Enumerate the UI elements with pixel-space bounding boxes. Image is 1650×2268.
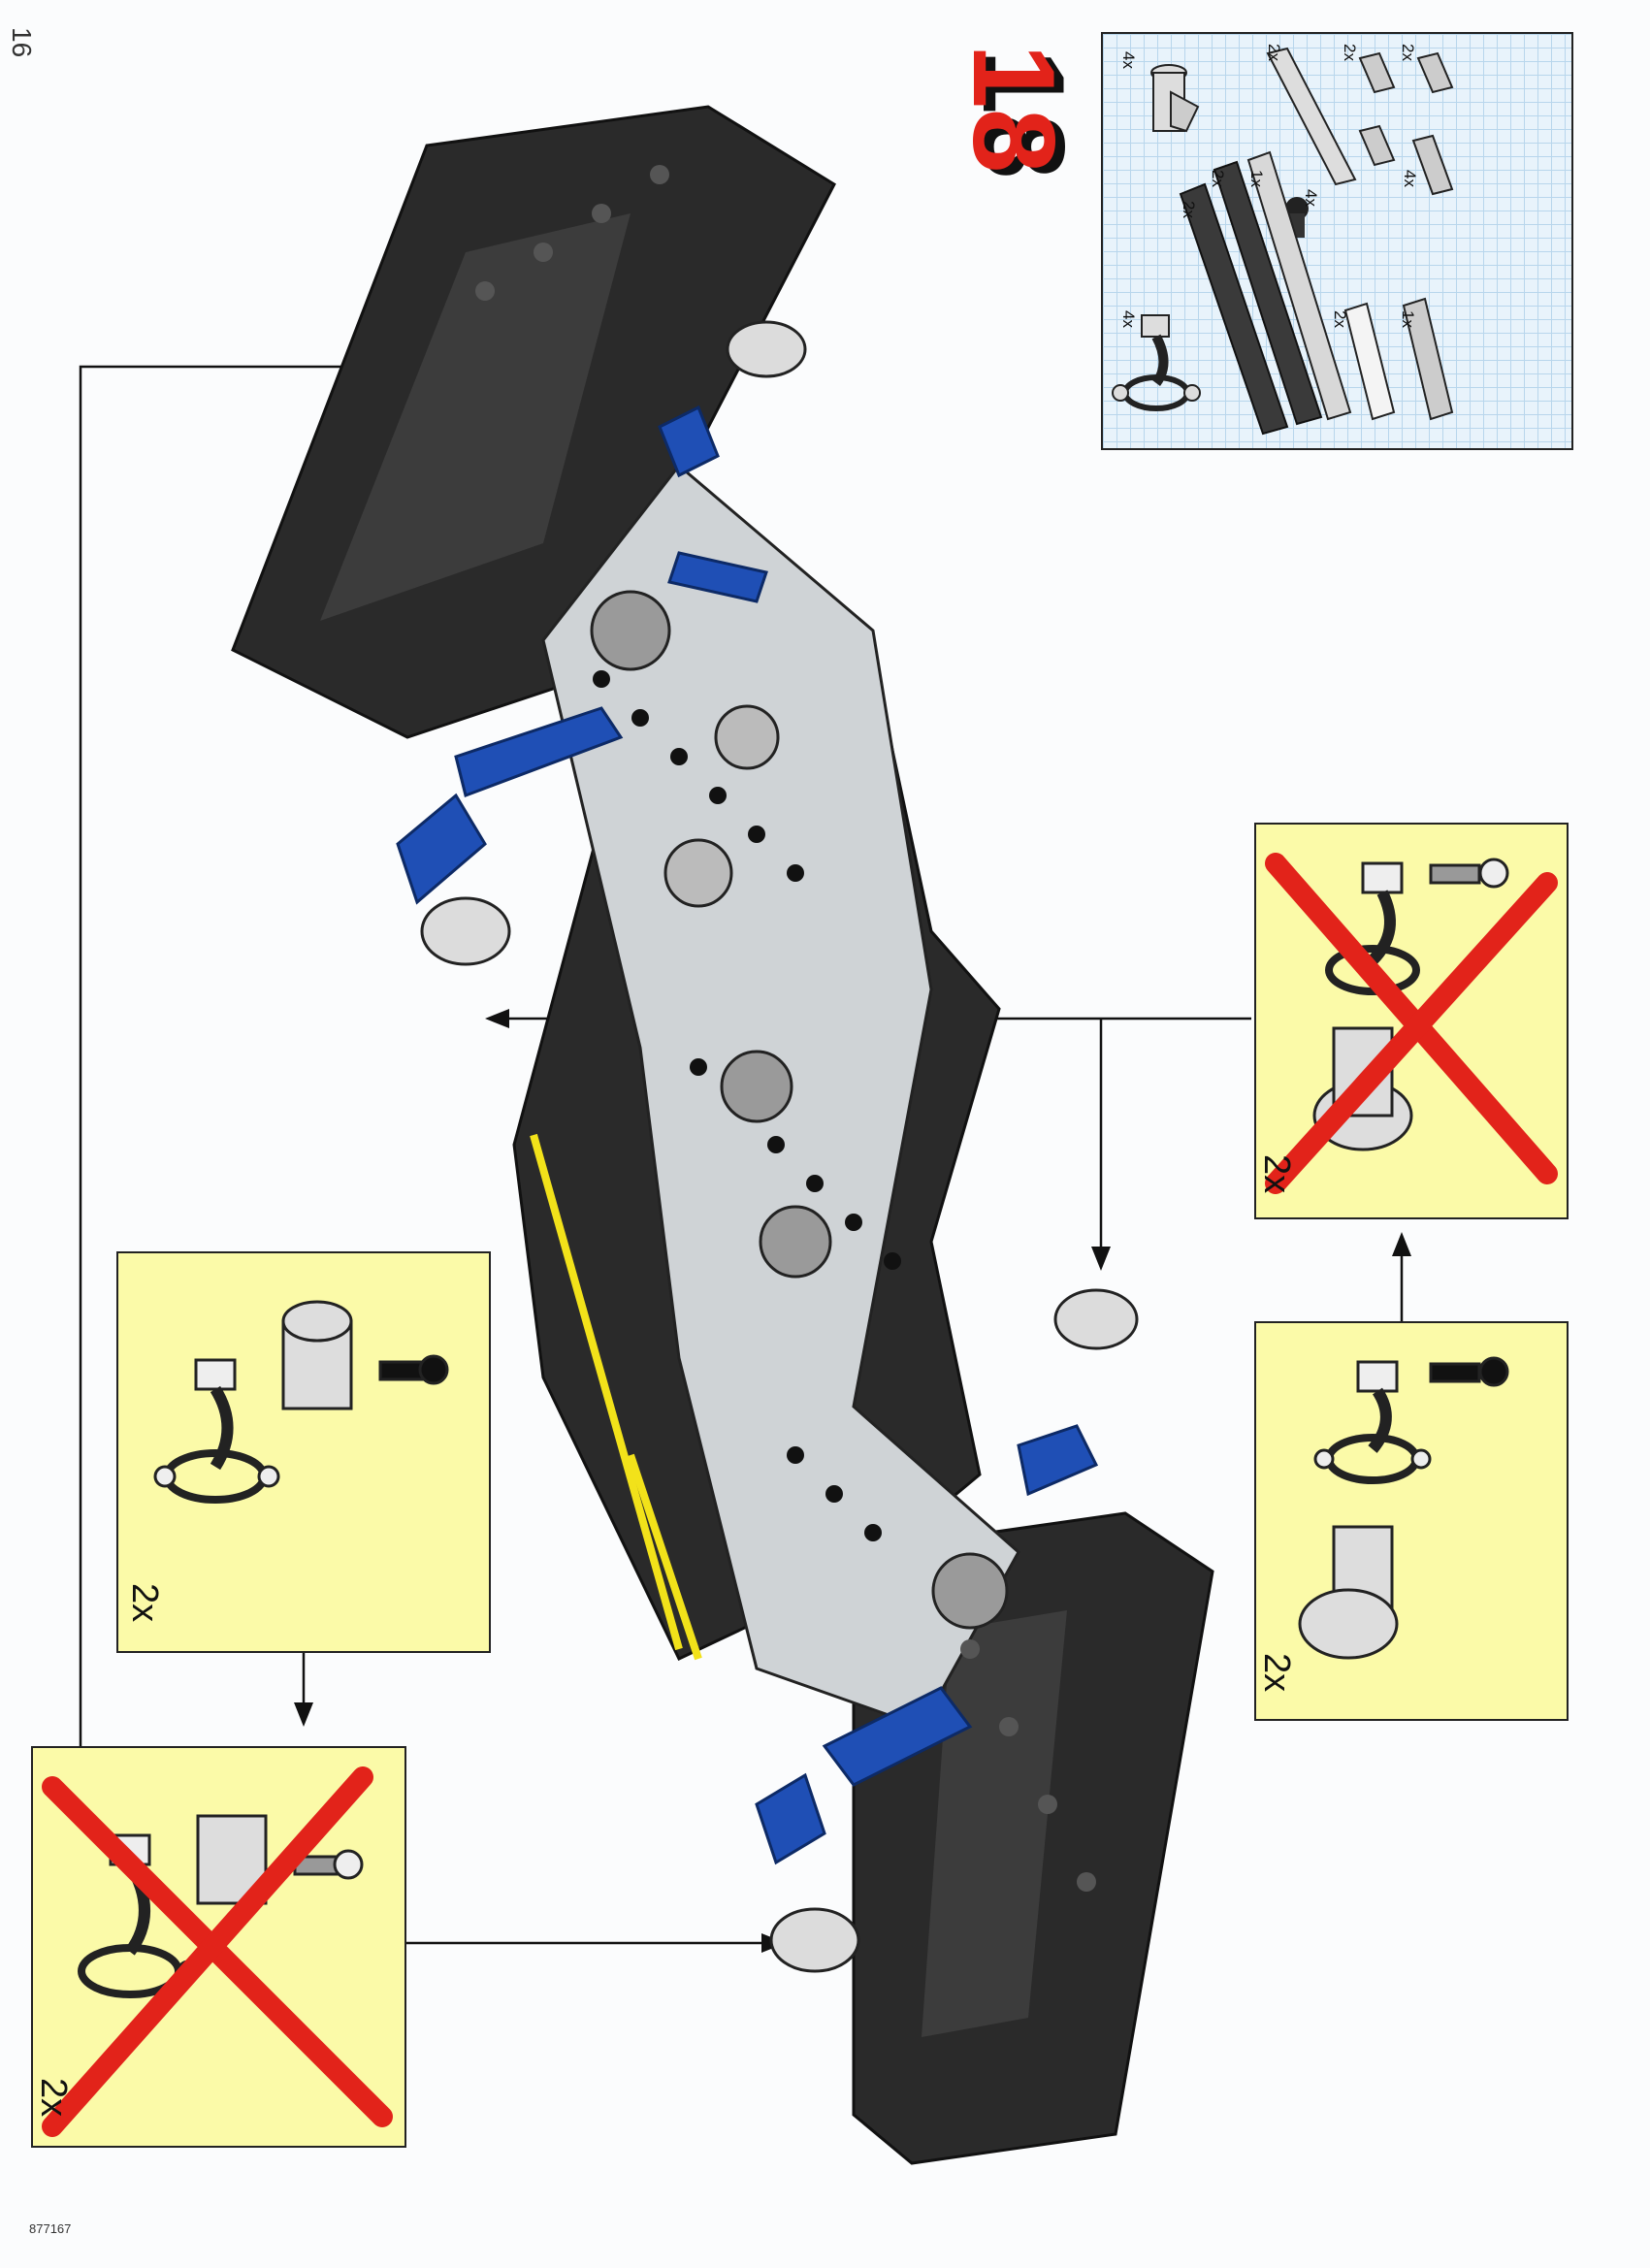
red-cross-icon xyxy=(1265,853,1558,1194)
hub-left xyxy=(420,896,511,966)
steering-arm-illustration xyxy=(1298,1356,1509,1660)
parts-list-panel: 4x 2x 2x 2x 4x 2x 2x 1x 4x 4x 2x 1x xyxy=(1101,32,1573,450)
inset-left-incorrect: 2x xyxy=(31,1746,406,2148)
beam-long-light-gray-part xyxy=(1266,47,1357,186)
steering-arm-part xyxy=(1112,314,1201,411)
gears xyxy=(590,590,1009,1630)
inset-qty: 2x xyxy=(1256,1154,1297,1194)
inset-left-correct: 2x xyxy=(116,1251,491,1653)
beam-short-white-part xyxy=(1343,297,1454,421)
red-cross-icon xyxy=(42,1766,393,2137)
wheel-hubs xyxy=(420,320,1139,1973)
arrow-down-left-icon xyxy=(294,1702,313,1727)
arrow-down-mid-icon xyxy=(1091,1247,1111,1271)
hub-bottom xyxy=(769,1907,860,1973)
inset-qty: 2x xyxy=(1256,1653,1297,1693)
inset-qty: 2x xyxy=(124,1583,165,1623)
steering-links xyxy=(396,405,1099,1865)
catalog-number: 877167 xyxy=(29,2221,72,2236)
arrow-up-right-icon xyxy=(1392,1232,1411,1256)
inset-right-correct: 2x xyxy=(1254,1321,1569,1721)
hub-top xyxy=(726,320,807,378)
steering-arm-illustration xyxy=(153,1300,449,1504)
hub-right xyxy=(1053,1288,1139,1350)
arrow-left-mid-icon xyxy=(485,1009,509,1028)
wheel-hub-part xyxy=(1150,64,1200,133)
beam-long-gray-part xyxy=(1246,150,1352,421)
plate-small-part xyxy=(1358,51,1454,196)
parts-illustrations xyxy=(1112,47,1454,436)
inset-right-incorrect: 2x xyxy=(1254,823,1569,1219)
beam-long-black-part xyxy=(1179,160,1323,436)
inset-qty: 2x xyxy=(33,2078,74,2118)
